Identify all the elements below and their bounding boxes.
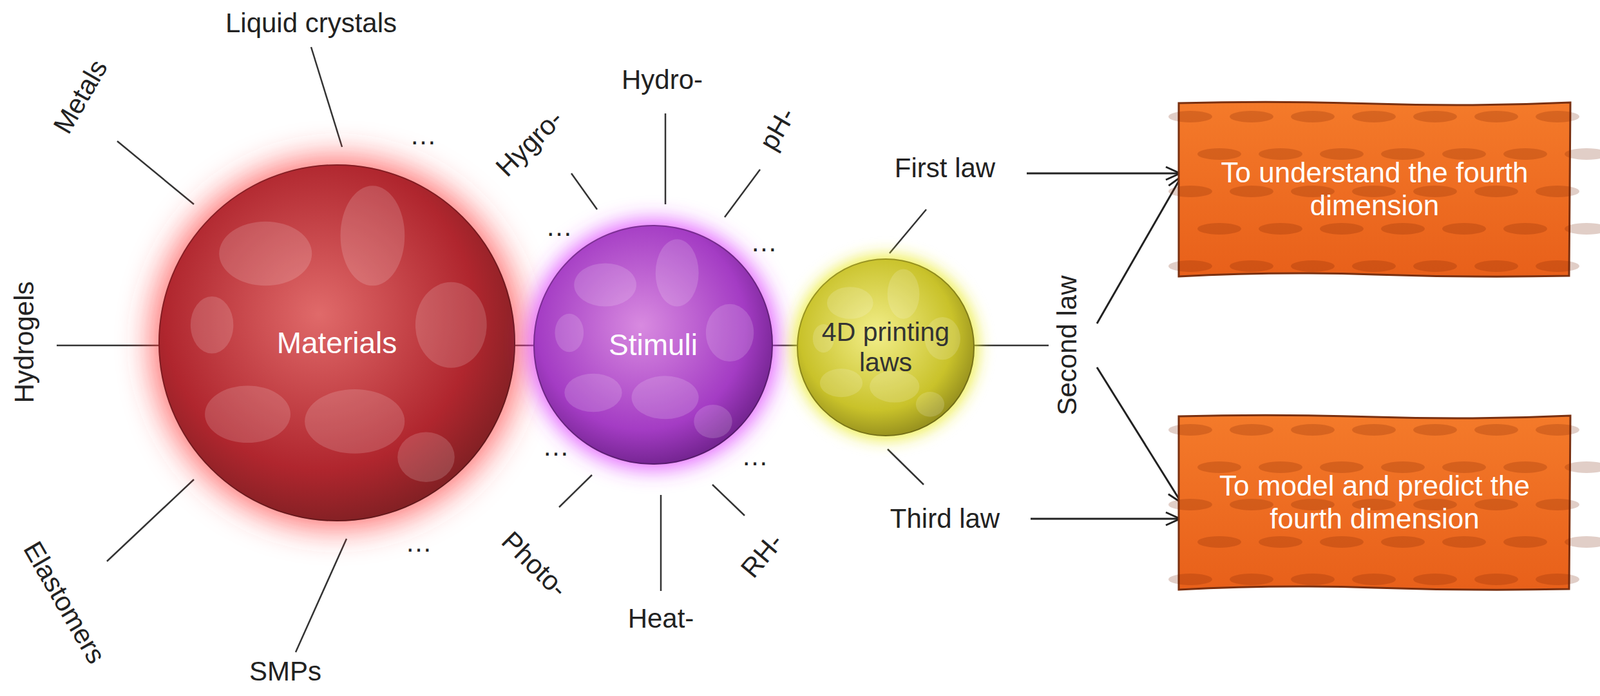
goal-box: To understand the fourth dimension [1177,100,1572,278]
stimulus-label: Heat- [628,604,695,632]
goal-box: To model and predict the fourth dimensio… [1177,413,1572,591]
material-label: Liquid crystals [225,9,397,37]
laws-circle: 4D printing laws [796,258,975,437]
stimulus-label: Hygro- [491,104,569,182]
ellipsis: … [409,121,437,149]
node-text: To model and predict the fourth dimensio… [1196,469,1553,535]
material-label: Hydrogels [10,280,39,403]
ellipsis: … [741,442,769,470]
ellipsis: … [405,528,433,556]
stimuli-circle: Stimuli [533,224,773,465]
node-text: Materials [276,325,398,361]
stimulus-label: Photo- [496,526,572,602]
stimulus-label: Hydro- [621,66,703,94]
material-label: Metals [48,55,113,138]
stimulus-label: RH- [736,528,788,583]
material-label: Elastomers [18,537,110,668]
node-text: Stimuli [608,327,698,362]
arrows [1026,173,1182,519]
ellipsis: … [542,432,570,460]
node-text: 4D printing laws [812,316,959,378]
law-label: Second law [1053,275,1081,415]
law-label: Third law [890,504,1000,533]
node-text: To understand the fourth dimension [1196,156,1553,222]
stimulus-label: pH- [754,103,800,155]
law-label: First law [894,154,996,182]
ellipsis: … [750,228,778,256]
ellipsis: … [545,213,573,241]
materials-circle: Materials [158,164,516,522]
material-label: SMPs [249,657,322,685]
